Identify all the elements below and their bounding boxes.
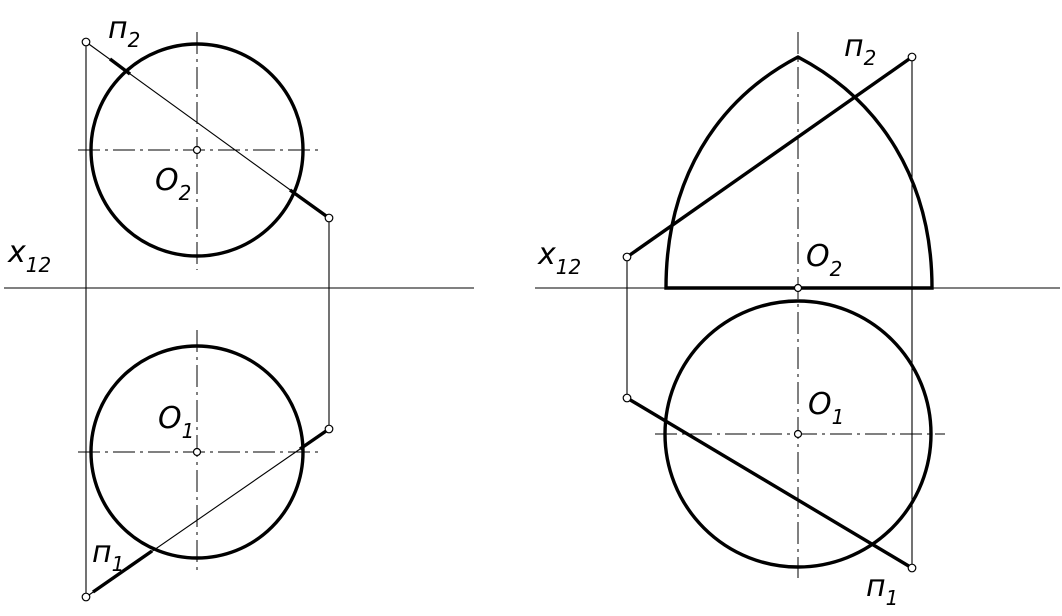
left-plane-p2-trace-thick-end — [289, 188, 330, 220]
right-dome-horizontal-circle — [663, 299, 933, 569]
left-point-bottom-right — [324, 424, 334, 434]
right-plane-p2-label: п2 — [844, 29, 876, 70]
left-center-o1-label: O1 — [158, 401, 194, 443]
left-center-point-bottom — [192, 447, 202, 457]
left-plane-p1-trace-thick-start — [92, 549, 153, 594]
left-point-top-right — [324, 213, 334, 223]
left-point-top-left — [81, 37, 91, 47]
right-point-lower-left — [622, 393, 632, 403]
right-center-o1-label: O1 — [808, 387, 844, 429]
right-point-upper-left — [622, 252, 632, 262]
left-sphere-horizontal-circle — [89, 344, 305, 560]
left-center-o2-label: O2 — [155, 163, 191, 205]
left-center-point-top — [192, 145, 202, 155]
left-plane-p1-trace-thick-end — [299, 427, 330, 451]
right-plane-p1-trace — [626, 396, 913, 570]
left-point-bottom-left — [81, 592, 91, 602]
left-plane-p2-label: п2 — [108, 11, 140, 52]
right-center-point-top — [793, 283, 803, 293]
left-sphere-frontal-circle — [89, 42, 305, 258]
left-plane-p1-label: п1 — [92, 535, 124, 576]
left-view: x12 п2 п1 O2 O1 — [4, 11, 474, 602]
right-center-o2-label: O2 — [806, 239, 842, 281]
right-plane-p1-label: п1 — [866, 569, 898, 610]
right-point-lower-right — [907, 563, 917, 573]
left-plane-p2-trace-thick-start — [108, 57, 132, 76]
right-view: x12 п2 п1 O2 O1 — [535, 29, 1060, 610]
right-center-point-bottom — [793, 429, 803, 439]
right-plane-p2-trace — [626, 55, 913, 259]
right-axis-label: x12 — [537, 237, 581, 279]
right-point-upper-right — [907, 52, 917, 62]
left-axis-label: x12 — [7, 235, 51, 277]
right-dome-frontal-outline — [664, 55, 934, 290]
